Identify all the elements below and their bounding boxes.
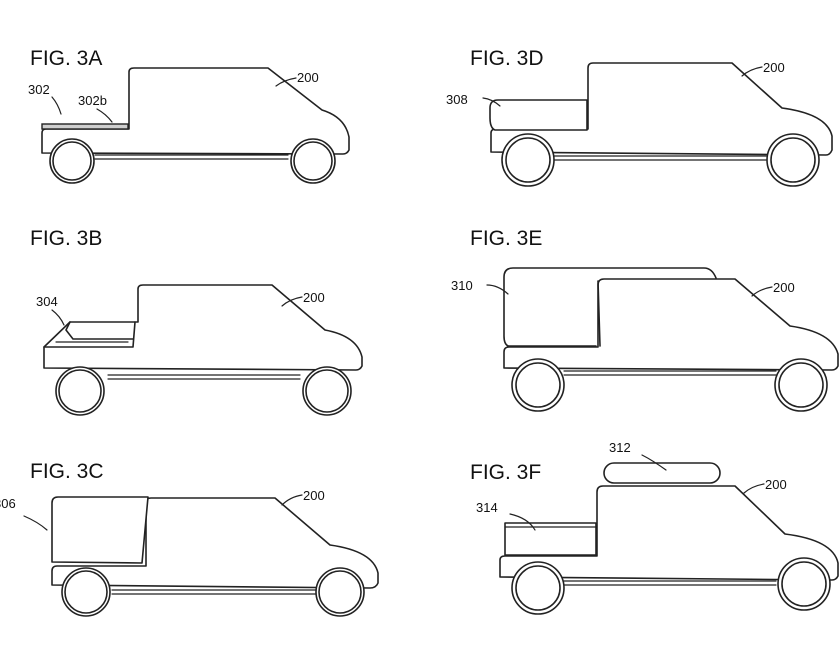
figure-3d-title: FIG. 3D bbox=[470, 47, 544, 70]
vehicle-200-3a bbox=[41, 67, 350, 184]
figure-3c: FIG. 3C 200 306 bbox=[0, 460, 379, 617]
bed-box-314 bbox=[504, 522, 597, 556]
camper-shell-306 bbox=[51, 496, 149, 564]
tall-camper-310 bbox=[503, 267, 717, 347]
figure-3a-title: FIG. 3A bbox=[30, 47, 102, 70]
ref-label-200: 200 bbox=[773, 280, 795, 295]
roof-box-312 bbox=[603, 462, 721, 484]
ref-label-304: 304 bbox=[36, 294, 58, 309]
figure-3e: FIG. 3E 200 310 bbox=[451, 227, 839, 412]
ref-label-200: 200 bbox=[765, 477, 787, 492]
vehicle-200-3d bbox=[490, 62, 833, 187]
ref-label-200: 200 bbox=[297, 70, 319, 85]
figure-3f: FIG. 3F 200 312 314 bbox=[470, 440, 839, 615]
bed-rack-304 bbox=[43, 321, 136, 348]
figure-3b: FIG. 3B 200 304 bbox=[30, 227, 363, 416]
ref-label-314: 314 bbox=[476, 500, 498, 515]
vehicle-200-3f bbox=[499, 485, 839, 615]
figure-3a: FIG. 3A 200 302 302b bbox=[28, 47, 350, 184]
ref-label-302: 302 bbox=[28, 82, 50, 97]
vehicle-200-3e bbox=[503, 278, 839, 412]
figure-3b-title: FIG. 3B bbox=[30, 227, 102, 250]
ref-label-200: 200 bbox=[763, 60, 785, 75]
figure-3f-title: FIG. 3F bbox=[470, 461, 541, 484]
ref-label-200: 200 bbox=[303, 290, 325, 305]
tonneau-cover-302 bbox=[41, 123, 129, 130]
figure-3e-title: FIG. 3E bbox=[470, 227, 542, 250]
vehicle-200-3c bbox=[51, 497, 379, 617]
ref-label-310: 310 bbox=[451, 278, 473, 293]
ref-label-308: 308 bbox=[446, 92, 468, 107]
vehicle-200-3b bbox=[43, 284, 363, 416]
ref-label-306: 306 bbox=[0, 496, 16, 511]
ref-label-312: 312 bbox=[609, 440, 631, 455]
figure-3d: FIG. 3D 200 308 bbox=[446, 47, 833, 187]
figure-3c-title: FIG. 3C bbox=[30, 460, 104, 483]
bed-cap-308 bbox=[489, 99, 588, 131]
ref-label-200: 200 bbox=[303, 488, 325, 503]
ref-label-302b: 302b bbox=[78, 93, 107, 108]
